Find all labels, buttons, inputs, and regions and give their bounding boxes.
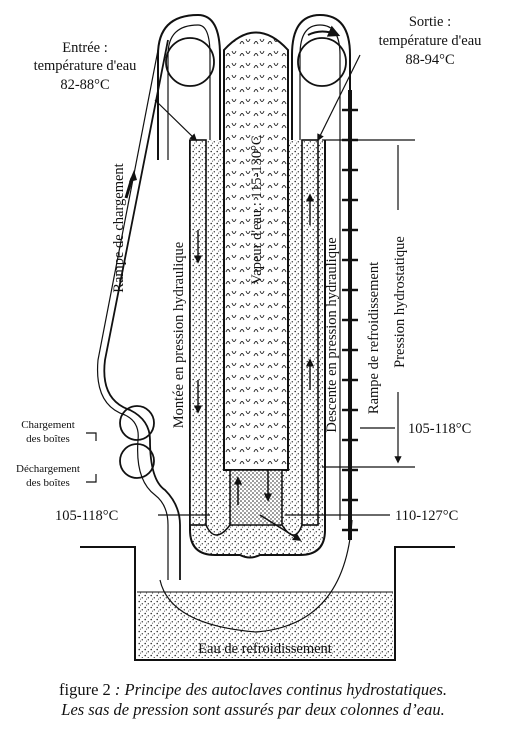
entry-label-title: Entrée :: [62, 40, 108, 56]
unloading-boxes-l1: Déchargement: [16, 463, 80, 475]
loading-roller-top: [119, 405, 155, 441]
loading-roller-bottom: [119, 443, 155, 479]
exit-pulley-wheel: [297, 37, 347, 87]
top-arches: [157, 13, 351, 520]
caption-text-2: Les sas de pression sont assurés par deu…: [61, 700, 445, 719]
hydrostatic-pressure-label: Pression hydrostatique: [392, 236, 408, 368]
caption-prefix: figure 2: [59, 680, 111, 699]
hydraulic-rise-label: Montée en pression hydraulique: [171, 242, 187, 428]
entry-pulley-wheel: [165, 37, 215, 87]
unloading-boxes-l2: des boîtes: [26, 477, 70, 489]
cooling-water-basin: [80, 546, 455, 661]
conveyor-path: [96, 39, 353, 633]
loading-boxes-l1: Chargement: [21, 419, 75, 431]
temp-110-127: 110-127°C: [395, 508, 458, 524]
hydraulic-descent-label: Descente en pression hydraulique: [324, 237, 340, 432]
figure-caption: figure 2 : Principe des autoclaves conti…: [0, 680, 506, 720]
cooling-ramp-chain: [342, 90, 358, 540]
caption-line-1: figure 2 : Principe des autoclaves conti…: [0, 680, 506, 700]
caption-text-1: : Principe des autoclaves continus hydro…: [110, 680, 447, 699]
hydrostatic-column-chamber: [189, 31, 326, 559]
hydrostatic-dimension: [322, 139, 415, 468]
steam-label: Vapeur d'eau : 115-130°C: [249, 135, 265, 284]
caption-line-2: Les sas de pression sont assurés par deu…: [0, 700, 506, 720]
entry-label-temp-value: 82-88°C: [60, 77, 109, 93]
exit-label-title: Sortie :: [409, 14, 451, 30]
cooling-ramp-label: Rampe de refroidissement: [366, 262, 382, 414]
loading-ramp-label: Rampe de chargement: [111, 163, 127, 292]
temp-105-118-left: 105-118°C: [55, 508, 118, 524]
cooling-water-label: Eau de refroidissement: [198, 641, 332, 657]
flow-arrows: [193, 193, 315, 541]
temp-105-118-right: 105-118°C: [408, 421, 471, 437]
leader-lines: [86, 54, 390, 516]
exit-label-temp-value: 88-94°C: [405, 52, 454, 68]
exit-label-temp-text: température d'eau: [379, 33, 482, 49]
autoclave-diagram: Entrée : température d'eau 82-88°C Sorti…: [16, 13, 482, 661]
loading-boxes-l2: des boîtes: [26, 433, 70, 445]
entry-label-temp-text: température d'eau: [34, 58, 137, 74]
